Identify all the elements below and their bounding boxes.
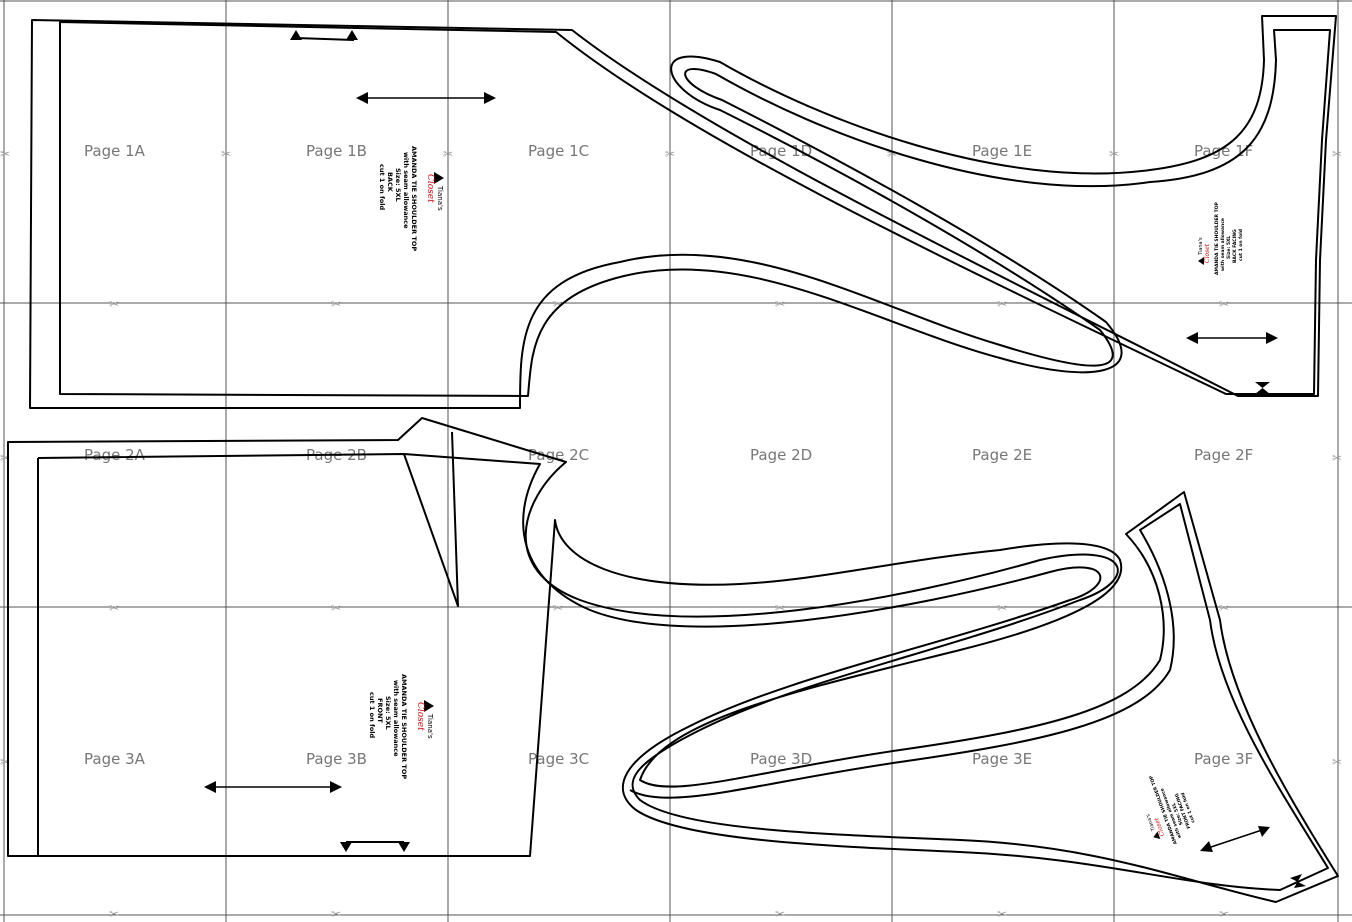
page-label: Page 2F [1194,446,1253,464]
cut-marks: ✂ ✂ ✂ ✂ ✂ ✂ ✂ ✂ ✂ ✂ ✂ ✂ ✂ ✂ ✂ ✂ ✂ ✂ ✂ ✂ … [0,147,1342,921]
scissor-icon: ✂ [1109,147,1119,161]
seam-allowance-note: with seam allowance [402,152,410,229]
scissor-icon: ✂ [1332,451,1342,465]
scissor-icon: ✂ [331,297,341,311]
page-labels: Page 1A Page 1B Page 1C Page 1D Page 1E … [84,142,1253,768]
bow-notch-icon [1255,382,1270,394]
page-label: Page 2A [84,446,146,464]
piece-name: FRONT [376,698,384,723]
page-label: Page 1E [972,142,1032,160]
scissor-icon: ✂ [775,297,785,311]
cut-instruction: cut 1 on fold [1238,229,1244,261]
seam-allowance-note: with seam allowance [1220,218,1226,271]
notch-marker-icon [340,842,352,852]
seam-allowance-note: with seam allowance [392,680,400,757]
front-cut-line [7,417,1339,903]
page-label: Page 3E [972,750,1032,768]
back-piece-label: Tiana's Closet AMANDA TIE SHOULDER TOP w… [378,146,444,251]
page-label: Page 3B [306,750,367,768]
scissor-icon: ✂ [331,907,341,921]
hanger-logo-icon [424,700,434,712]
scissor-icon: ✂ [1219,297,1229,311]
page-label: Page 1C [528,142,589,160]
brand-name: Tiana's [1198,237,1204,256]
front-facing-label: Tiana's Closet AMANDA TIE SHOULDER TOP w… [1145,774,1196,845]
grainline-arrow-icon [1200,826,1270,852]
front-pattern-piece: Tiana's Closet AMANDA TIE SHOULDER TOP w… [7,417,1339,903]
piece-name: BACK [386,172,394,193]
page-label: Page 1B [306,142,367,160]
page-label: Page 1A [84,142,146,160]
scissor-icon: ✂ [109,297,119,311]
scissor-icon: ✂ [1219,907,1229,921]
scissor-icon: ✂ [0,147,10,161]
size-label: Size: 5XL [394,168,402,202]
page-label: Page 2D [750,446,812,464]
page-label: Page 2E [972,446,1032,464]
notch-marker-icon [346,30,358,40]
scissor-icon: ✂ [775,601,785,615]
scissor-icon: ✂ [1332,755,1342,769]
hanger-logo-icon [1153,831,1161,840]
brand-script: Closet [425,174,435,203]
notch-marker-icon [290,30,302,40]
page-label: Page 2C [528,446,589,464]
scissor-icon: ✂ [1219,601,1229,615]
page-label: Page 3F [1194,750,1253,768]
notch-marker-icon [398,842,410,852]
back-stitch-line [59,21,1331,397]
back-notch [295,37,355,41]
page-label: Page 1D [750,142,812,160]
page-label: Page 3A [84,750,146,768]
piece-name: BACK FACING [1232,229,1238,263]
size-label: Size: 5XL [1226,236,1232,259]
scissor-icon: ✂ [997,907,1007,921]
brand-name: Tiana's [436,185,444,211]
scissor-icon: ✂ [775,907,785,921]
scissor-icon: ✂ [109,907,119,921]
scissor-icon: ✂ [553,297,563,311]
hanger-logo-icon [1198,257,1204,265]
bow-notch-icon [1290,874,1306,888]
grainline-arrow-icon [1186,332,1278,344]
pattern-name: AMANDA TIE SHOULDER TOP [400,674,408,779]
page-label: Page 3C [528,750,589,768]
scissor-icon: ✂ [553,601,563,615]
front-stitch-line [37,431,1329,891]
brand-script: Closet [415,702,425,731]
scissor-icon: ✂ [443,147,453,161]
pattern-name: AMANDA TIE SHOULDER TOP [1214,202,1220,275]
scissor-icon: ✂ [887,147,897,161]
scissor-icon: ✂ [0,755,10,769]
back-facing-label: Tiana's Closet AMANDA TIE SHOULDER TOP w… [1198,202,1244,275]
back-cut-line [29,15,1337,409]
pattern-name: AMANDA TIE SHOULDER TOP [410,146,418,251]
scissor-icon: ✂ [665,147,675,161]
cut-instruction: cut 1 on fold [368,692,376,739]
scissor-icon: ✂ [997,297,1007,311]
scissor-icon: ✂ [331,601,341,615]
size-label: Size: 5XL [384,696,392,730]
scissor-icon: ✂ [221,147,231,161]
scissor-icon: ✂ [0,451,10,465]
cut-instruction: cut 1 on fold [378,164,386,211]
grainline-arrow-icon [356,92,496,104]
scissor-icon: ✂ [1332,147,1342,161]
brand-name: Tiana's [426,713,434,739]
page-label: Page 3D [750,750,812,768]
brand-script: Closet [1204,243,1211,263]
scissor-icon: ✂ [109,601,119,615]
hanger-logo-icon [434,172,444,184]
grainline-arrow-icon [204,781,342,793]
back-pattern-piece: Tiana's Closet AMANDA TIE SHOULDER TOP w… [29,15,1337,409]
front-piece-label: Tiana's Closet AMANDA TIE SHOULDER TOP w… [368,674,434,779]
scissor-icon: ✂ [997,601,1007,615]
